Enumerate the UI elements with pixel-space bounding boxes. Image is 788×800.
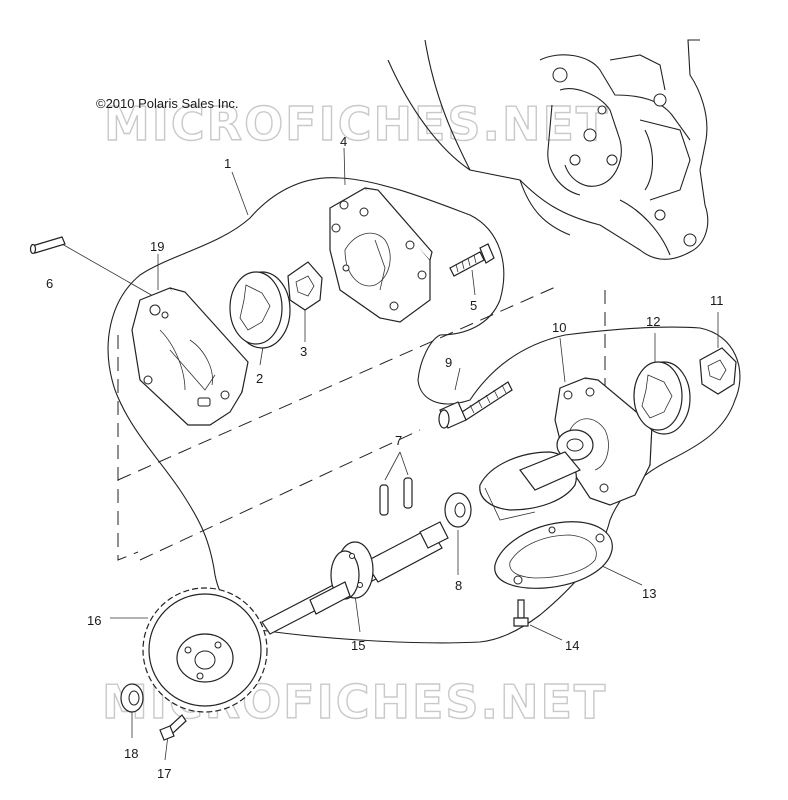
cover-plate-13 xyxy=(494,521,613,589)
callout-4: 4 xyxy=(340,134,347,149)
drive-gear-16 xyxy=(142,587,268,713)
callout-10: 10 xyxy=(552,320,566,335)
bolt-9 xyxy=(438,381,513,429)
callout-13: 13 xyxy=(642,586,656,601)
callout-15: 15 xyxy=(351,638,365,653)
callout-18: 18 xyxy=(124,746,138,761)
dowel-pin-6 xyxy=(29,236,66,255)
outer-rotor-12 xyxy=(633,361,691,435)
pins-7 xyxy=(379,477,413,516)
callout-3: 3 xyxy=(300,344,307,359)
callout-16: 16 xyxy=(87,613,101,628)
callout-17: 17 xyxy=(157,766,171,781)
engine-crankcase xyxy=(387,39,709,260)
callout-5: 5 xyxy=(470,298,477,313)
callout-2: 2 xyxy=(256,371,263,386)
pump-housing-10 xyxy=(554,377,653,506)
callout-7: 7 xyxy=(395,433,402,448)
inner-rotor-3 xyxy=(287,261,323,311)
callout-14: 14 xyxy=(565,638,579,653)
alignment-line-left xyxy=(117,335,139,561)
callout-9: 9 xyxy=(445,355,452,370)
assembly-outline xyxy=(107,177,741,644)
pump-cover-4 xyxy=(329,187,433,323)
inner-rotor-11 xyxy=(699,347,737,395)
callout-6: 6 xyxy=(46,276,53,291)
callout-11: 11 xyxy=(710,293,724,308)
screw-14 xyxy=(513,599,529,627)
callout-12: 12 xyxy=(646,314,660,329)
alignment-line-lower xyxy=(139,429,421,561)
outer-rotor-2 xyxy=(229,271,291,349)
watermark-top: MICROFICHES.NET xyxy=(104,97,609,151)
alignment-line-middle xyxy=(117,284,561,481)
screw-5 xyxy=(449,243,495,277)
callout-8: 8 xyxy=(455,578,462,593)
copyright-text: ©2010 Polaris Sales Inc. xyxy=(96,96,239,111)
pump-housing-19 xyxy=(131,287,249,426)
callout-19: 19 xyxy=(150,239,164,254)
bolt-17 xyxy=(159,714,187,741)
washer-8 xyxy=(444,492,472,528)
oil-pickup xyxy=(479,451,581,521)
pump-shaft-15 xyxy=(261,521,449,635)
washer-18 xyxy=(120,683,144,713)
callout-1: 1 xyxy=(224,156,231,171)
